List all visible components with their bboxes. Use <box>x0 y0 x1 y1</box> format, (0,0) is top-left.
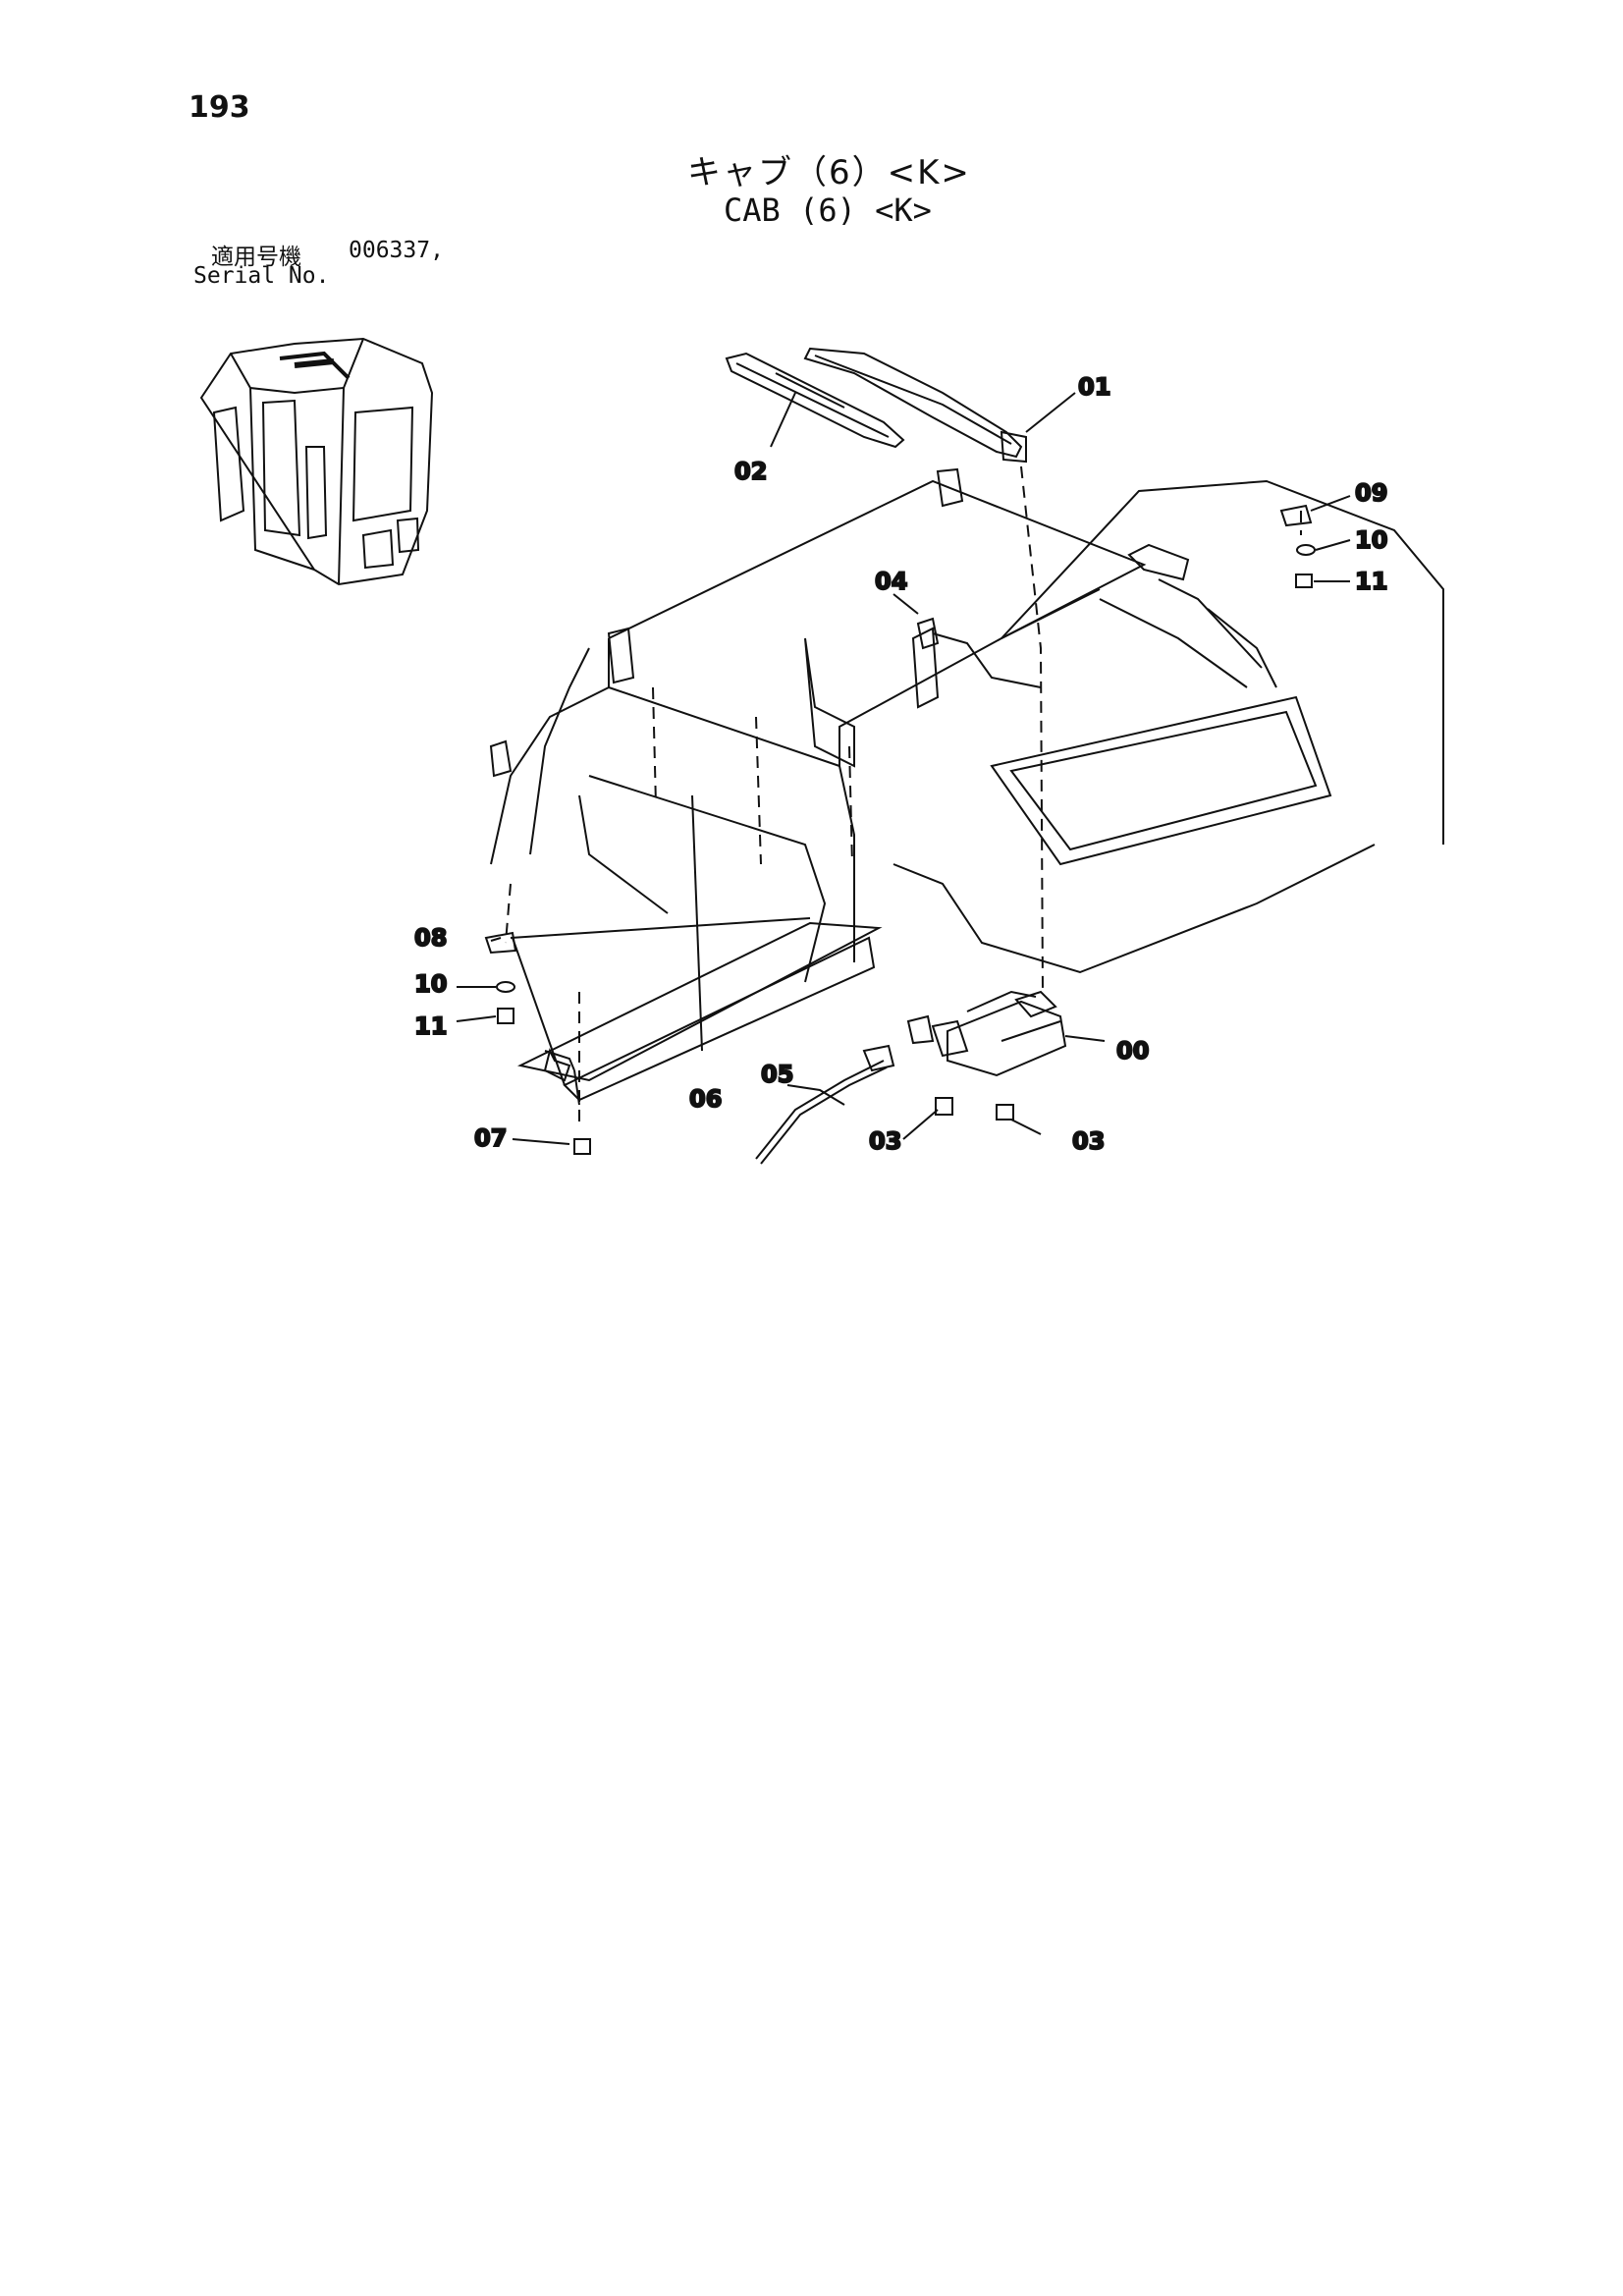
wiper-arm <box>803 347 1027 464</box>
callout-08: 08 <box>414 924 447 952</box>
serial-number-value: 006337, <box>349 238 444 263</box>
cab-roof <box>489 467 1444 983</box>
callout-09: 09 <box>1355 479 1387 507</box>
callout-06: 06 <box>689 1085 722 1113</box>
callout-00: 00 <box>1116 1037 1149 1065</box>
wiring-harness <box>755 1044 895 1165</box>
serial-label-japanese: 適用号機 <box>211 245 301 270</box>
callout-02: 02 <box>734 458 767 485</box>
callout-10-left: 10 <box>414 970 447 998</box>
callout-03-right: 03 <box>1072 1127 1105 1155</box>
cover-panel <box>510 917 883 1106</box>
callout-03-left: 03 <box>869 1127 901 1155</box>
wiper-motor <box>906 990 1067 1077</box>
callout-07: 07 <box>474 1124 507 1152</box>
page-number: 193 <box>189 90 250 125</box>
cab-thumbnail <box>199 337 434 586</box>
callout-10-right: 10 <box>1355 526 1387 554</box>
washer-switch <box>916 617 1042 688</box>
callout-01: 01 <box>1078 373 1110 401</box>
fasteners <box>484 504 1316 1155</box>
wiper-blade <box>725 352 905 449</box>
callout-11-left: 11 <box>414 1012 447 1040</box>
callout-11-right: 11 <box>1355 568 1387 595</box>
title-english: CAB (6) <K> <box>724 191 932 229</box>
serial-label-english: Serial No. <box>193 263 330 289</box>
callout-05: 05 <box>761 1061 793 1088</box>
callout-04: 04 <box>875 568 907 595</box>
title-japanese: キャブ（6）<K> <box>687 153 971 192</box>
assembly-guide-lines <box>505 465 1302 1129</box>
callout-leaders <box>456 392 1351 1145</box>
